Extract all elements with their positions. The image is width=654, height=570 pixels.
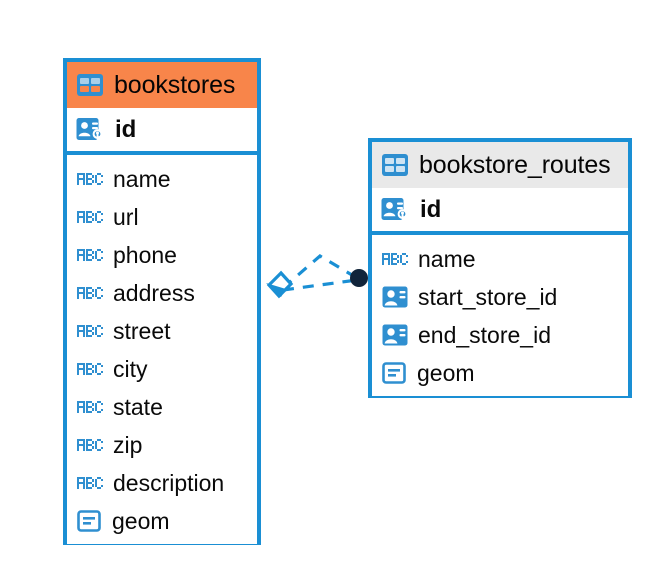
primary-key-icon bbox=[381, 196, 411, 224]
field-row-city[interactable]: city bbox=[67, 350, 257, 388]
field-row-name[interactable]: name bbox=[372, 240, 628, 278]
field-label: url bbox=[113, 203, 139, 230]
field-label: start_store_id bbox=[418, 283, 558, 310]
entity-bookstores[interactable]: bookstores id bbox=[63, 58, 261, 545]
field-row-end-store-id[interactable]: end_store_id bbox=[372, 316, 628, 354]
primary-key-label: id bbox=[420, 195, 442, 223]
field-row-url[interactable]: url bbox=[67, 198, 257, 236]
geometry-icon bbox=[382, 361, 407, 385]
entity-bookstore-routes[interactable]: bookstore_routes id bbox=[368, 138, 632, 398]
field-row-phone[interactable]: phone bbox=[67, 236, 257, 274]
field-label: geom bbox=[112, 507, 170, 534]
field-label: name bbox=[113, 165, 171, 192]
field-row-zip[interactable]: zip bbox=[67, 426, 257, 464]
foreign-key-icon bbox=[382, 323, 408, 347]
geometry-icon bbox=[77, 509, 102, 533]
field-row-primary-key[interactable]: id bbox=[372, 188, 628, 235]
abc-text-icon bbox=[77, 361, 103, 377]
relationship-line-upper bbox=[281, 254, 358, 290]
relationship-source-marker bbox=[266, 270, 294, 299]
field-label: zip bbox=[113, 431, 143, 458]
abc-text-icon bbox=[77, 209, 103, 225]
foreign-key-icon bbox=[382, 285, 408, 309]
field-label: street bbox=[113, 317, 171, 344]
field-label: state bbox=[113, 393, 163, 420]
abc-text-icon bbox=[77, 475, 103, 491]
field-list-bookstores: name bbox=[67, 155, 257, 544]
field-row-geom[interactable]: geom bbox=[67, 502, 257, 540]
field-row-state[interactable]: state bbox=[67, 388, 257, 426]
entity-header-bookstore-routes[interactable]: bookstore_routes bbox=[372, 142, 628, 188]
abc-text-icon bbox=[77, 171, 103, 187]
relationship-line-lower bbox=[282, 278, 358, 292]
entity-title-bookstore-routes: bookstore_routes bbox=[419, 150, 611, 179]
entity-header-bookstores[interactable]: bookstores bbox=[67, 62, 257, 108]
abc-text-icon bbox=[77, 437, 103, 453]
field-label: geom bbox=[417, 359, 475, 386]
field-label: city bbox=[113, 355, 148, 382]
field-row-description[interactable]: description bbox=[67, 464, 257, 502]
table-icon bbox=[381, 151, 409, 179]
field-label: name bbox=[418, 245, 476, 272]
field-row-primary-key[interactable]: id bbox=[67, 108, 257, 155]
field-label: address bbox=[113, 279, 195, 306]
field-list-bookstore-routes: name start_store_id bbox=[372, 235, 628, 396]
relationship-target-marker bbox=[350, 269, 368, 287]
table-icon bbox=[76, 71, 104, 99]
abc-text-icon bbox=[77, 247, 103, 263]
abc-text-icon bbox=[77, 399, 103, 415]
field-row-street[interactable]: street bbox=[67, 312, 257, 350]
abc-text-icon bbox=[77, 285, 103, 301]
field-row-address[interactable]: address bbox=[67, 274, 257, 312]
field-row-start-store-id[interactable]: start_store_id bbox=[372, 278, 628, 316]
entity-title-bookstores: bookstores bbox=[114, 70, 236, 99]
abc-text-icon bbox=[77, 323, 103, 339]
primary-key-icon bbox=[76, 116, 106, 144]
field-label: end_store_id bbox=[418, 321, 551, 348]
primary-key-label: id bbox=[115, 115, 137, 143]
abc-text-icon bbox=[382, 251, 408, 267]
field-row-geom[interactable]: geom bbox=[372, 354, 628, 392]
field-label: phone bbox=[113, 241, 177, 268]
field-row-name[interactable]: name bbox=[67, 160, 257, 198]
field-label: description bbox=[113, 469, 225, 496]
